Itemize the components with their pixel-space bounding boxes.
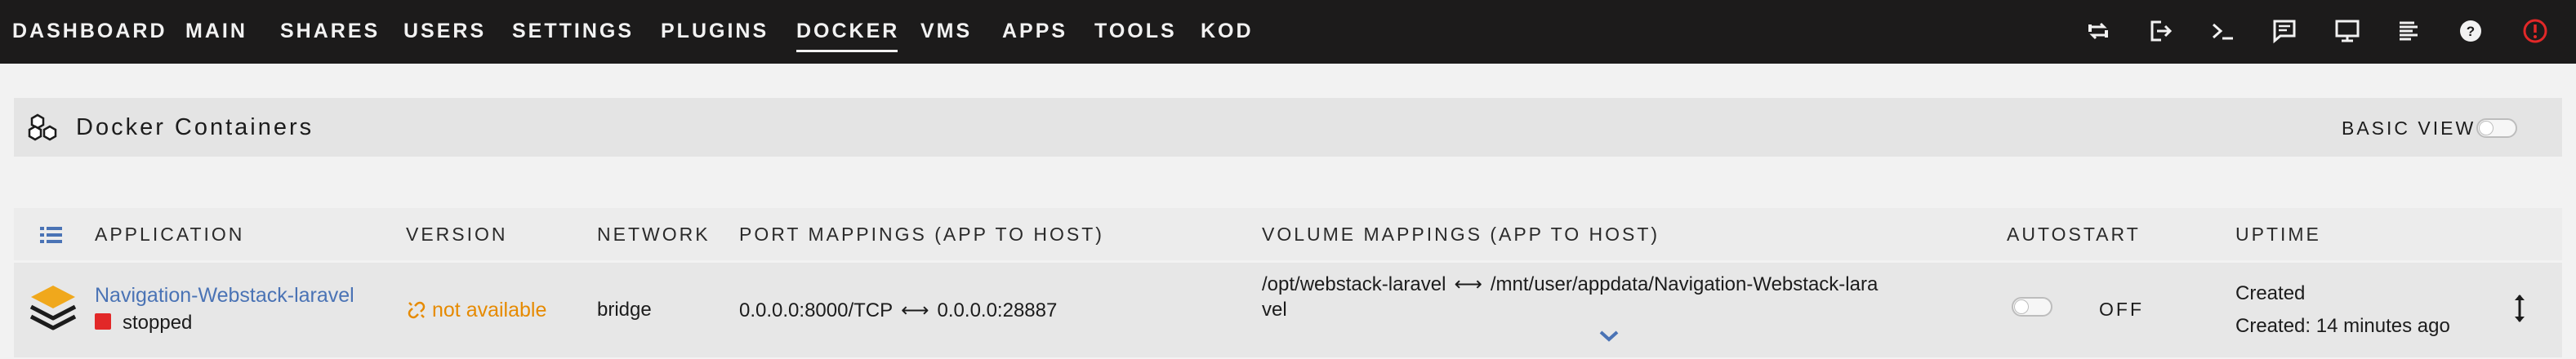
drag-handle-icon[interactable]	[2513, 292, 2526, 325]
volume-app: /opt/webstack-laravel	[1262, 273, 1446, 295]
volume-mapping: /opt/webstack-laravel ⟷ /mnt/user/appdata/…	[1262, 273, 1878, 296]
log-icon[interactable]	[2395, 17, 2422, 45]
help-icon[interactable]: ?	[2457, 17, 2485, 45]
container-status: stopped	[123, 312, 193, 334]
column-autostart: AUTOSTART	[2007, 224, 2141, 245]
page-title: Docker Containers	[76, 114, 314, 140]
port-mapping: 0.0.0.0:8000/TCP ⟷ 0.0.0.0:28887	[739, 299, 1057, 322]
logout-icon[interactable]	[2146, 17, 2174, 45]
container-name-link[interactable]: Navigation-Webstack-laravel	[95, 284, 354, 307]
volume-host: /mnt/user/appdata/Navigation-Webstack-la…	[1490, 273, 1879, 295]
table-header: APPLICATION VERSION NETWORK PORT MAPPING…	[14, 208, 2562, 260]
uptime-status: Created	[2235, 282, 2306, 304]
switch-language-icon[interactable]	[2084, 17, 2112, 45]
nav-docker[interactable]: DOCKER	[796, 0, 899, 64]
broken-link-icon	[408, 301, 426, 319]
volume-host-continued: vel	[1262, 299, 1287, 321]
feedback-icon[interactable]	[2271, 17, 2298, 45]
column-version: VERSION	[406, 224, 508, 245]
chevron-down-icon[interactable]	[1598, 330, 1620, 343]
docker-cubes-icon	[28, 113, 57, 141]
terminal-icon[interactable]	[2209, 17, 2237, 45]
nav-vms[interactable]: VMS	[920, 20, 973, 42]
nav-settings[interactable]: SETTINGS	[512, 20, 635, 42]
mapping-arrow-icon: ⟷	[901, 299, 929, 321]
basic-view-label: BASIC VIEW	[2342, 117, 2476, 139]
nav-kod[interactable]: KOD	[1201, 20, 1254, 42]
nav-dashboard[interactable]: DASHBOARD	[12, 20, 167, 42]
toggle-knob	[2479, 121, 2494, 135]
column-port-mappings: PORT MAPPINGS (APP TO HOST)	[739, 224, 1104, 245]
nav-users[interactable]: USERS	[403, 20, 487, 42]
column-volume-mappings: VOLUME MAPPINGS (APP TO HOST)	[1262, 224, 1660, 245]
network-value: bridge	[597, 299, 652, 321]
autostart-toggle[interactable]	[2012, 297, 2052, 317]
version-status[interactable]: not available	[406, 299, 546, 322]
nav-apps[interactable]: APPS	[1002, 20, 1068, 42]
uptime-created: Created: 14 minutes ago	[2235, 315, 2450, 337]
container-app-icon[interactable]	[29, 284, 78, 336]
nav-tools[interactable]: TOOLS	[1094, 20, 1177, 42]
nav-shares[interactable]: SHARES	[280, 20, 381, 42]
column-network: NETWORK	[597, 224, 711, 245]
column-uptime: UPTIME	[2235, 224, 2321, 245]
basic-view-toggle[interactable]	[2476, 118, 2517, 138]
column-application: APPLICATION	[95, 224, 245, 245]
nav-plugins[interactable]: PLUGINS	[661, 20, 769, 42]
stopped-status-icon	[95, 313, 111, 330]
autostart-state: OFF	[2099, 299, 2144, 320]
notifications-alert-icon[interactable]	[2521, 17, 2549, 45]
port-host: 0.0.0.0:28887	[937, 299, 1058, 321]
svg-text:?: ?	[2467, 24, 2475, 39]
nav-main[interactable]: MAIN	[185, 20, 247, 42]
mapping-arrow-icon: ⟷	[1454, 273, 1482, 295]
toggle-knob	[2014, 299, 2029, 314]
info-icon[interactable]	[2333, 17, 2361, 45]
port-app: 0.0.0.0:8000/TCP	[739, 299, 894, 321]
top-navigation-bar: DASHBOARD MAIN SHARES USERS SETTINGS PLU…	[0, 0, 2576, 64]
table-row: Navigation-Webstack-laravel stopped not …	[14, 263, 2562, 357]
version-label: not available	[432, 299, 547, 321]
section-header: Docker Containers BASIC VIEW	[14, 98, 2562, 157]
list-view-icon[interactable]	[40, 226, 63, 244]
